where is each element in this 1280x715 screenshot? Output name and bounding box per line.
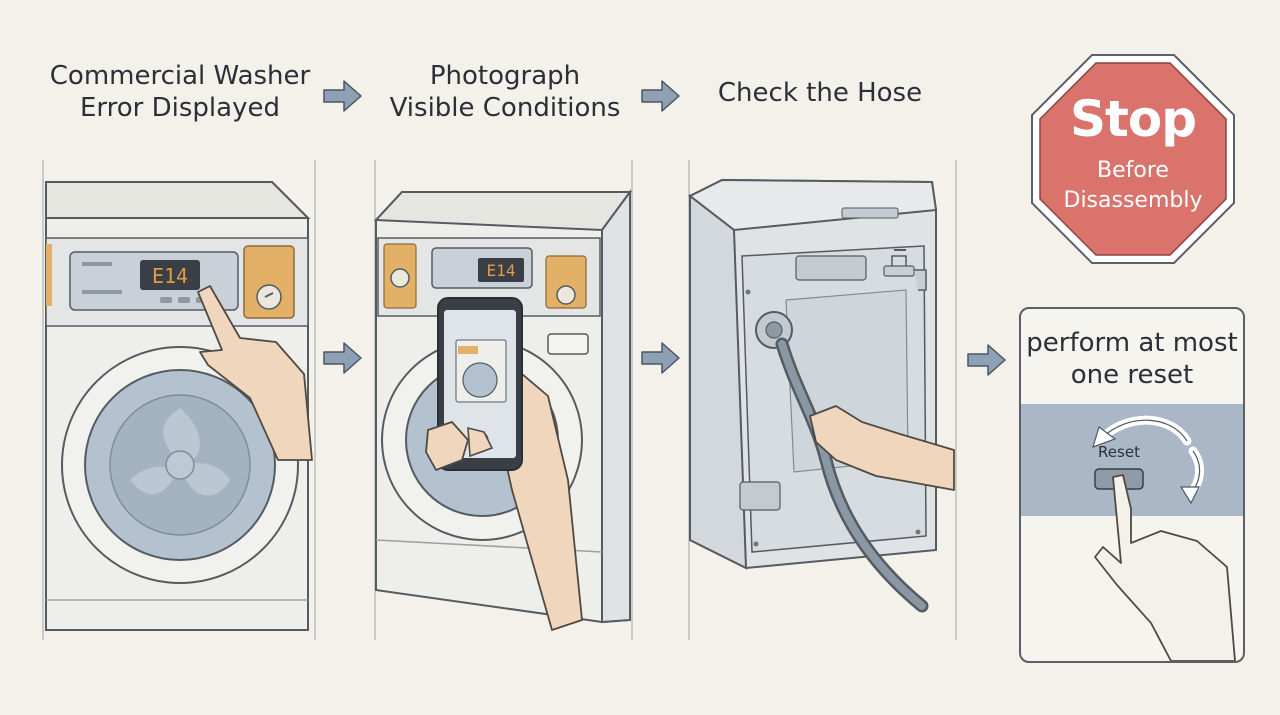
hose-icon [755, 311, 929, 613]
pointing-hand-icon [1094, 474, 1236, 661]
smartphone-icon [437, 297, 523, 471]
right-arrow-icon [641, 80, 680, 112]
step-1-title: Commercial Washer Error Displayed [40, 60, 320, 124]
reset-panel: perform at most one reset Reset [1019, 307, 1245, 663]
step-2-title: Photograph Visible Conditions [380, 60, 630, 124]
stop-sign-word: Stop [1069, 90, 1197, 148]
reset-panel-title-line2: one reset [1070, 360, 1194, 390]
check-hose-illustration [688, 160, 957, 640]
reset-panel-title: perform at most one reset [1021, 327, 1243, 391]
stop-sign-line2: Disassembly [1063, 188, 1203, 213]
stop-sign-line1: Before [1097, 158, 1169, 183]
photograph-conditions-illustration: E14 [373, 160, 633, 640]
stop-sign: Stop Before Disassembly [1030, 53, 1236, 265]
step-1-title-line1: Commercial Washer [49, 61, 311, 91]
washer-error-illustration: E14 [42, 160, 316, 640]
step-2-title-line2: Visible Conditions [389, 93, 621, 123]
step-3-title-line1: Check the Hose [717, 78, 923, 108]
error-code-display: E14 [152, 264, 188, 288]
reset-button-label: Reset [1098, 443, 1140, 461]
step-1-title-line2: Error Displayed [80, 93, 280, 123]
pointing-hand-icon [197, 285, 313, 461]
faucet-icon [883, 249, 927, 291]
step-3-title: Check the Hose [700, 77, 940, 109]
right-arrow-icon [323, 80, 362, 112]
right-arrow-icon [967, 344, 1006, 376]
right-arrow-icon [323, 342, 362, 374]
stop-sign-icon [1031, 54, 1235, 264]
step-2-title-line1: Photograph [429, 61, 581, 91]
right-arrow-icon [641, 342, 680, 374]
error-code-display-small: E14 [487, 261, 516, 280]
reset-panel-title-line1: perform at most [1026, 328, 1238, 358]
rotate-arrow-icon [1092, 415, 1236, 661]
